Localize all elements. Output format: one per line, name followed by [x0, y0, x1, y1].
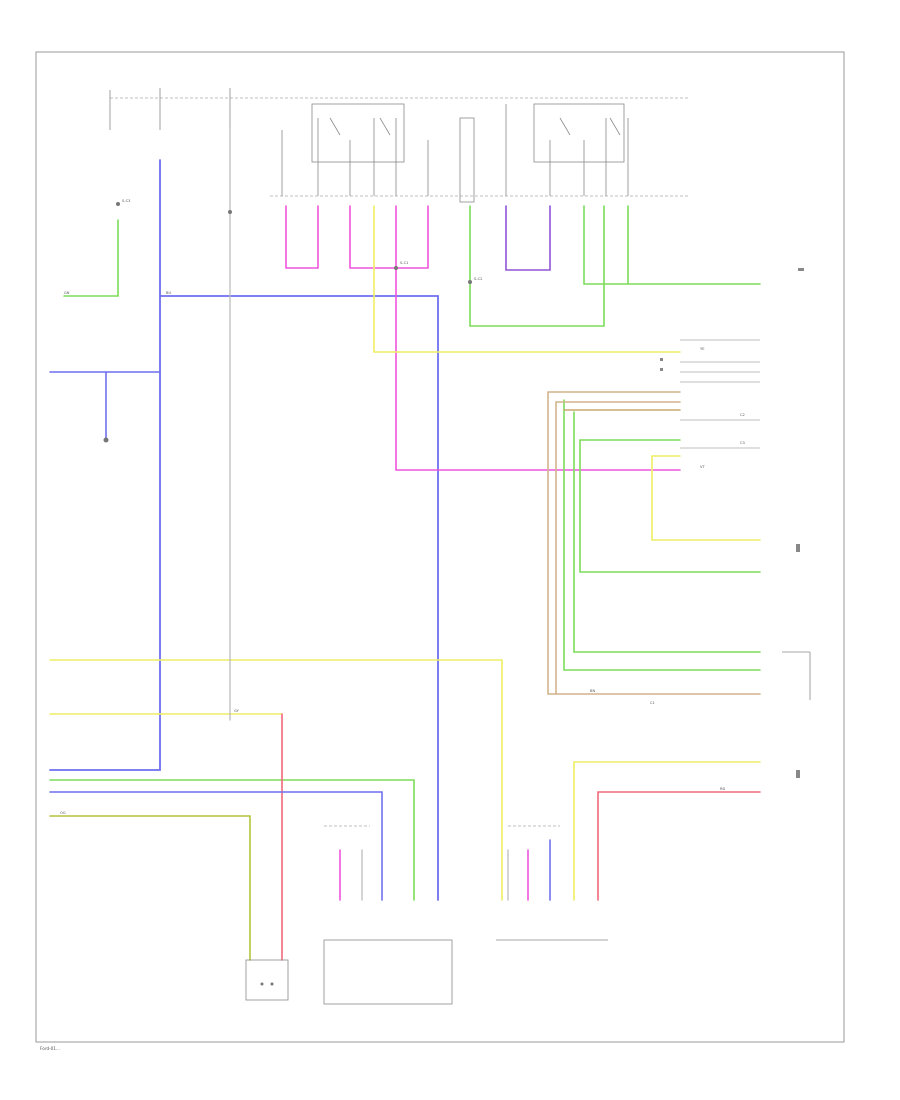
- connector-label-c1: C1: [650, 701, 655, 705]
- connector-mark-2: [660, 368, 663, 371]
- splice-dot-3: [394, 266, 398, 270]
- ground-mark-1: [798, 268, 804, 271]
- wire-yellow-5: [573, 761, 761, 901]
- splice-dot-5: [103, 437, 109, 443]
- fuse-box-top: [109, 88, 690, 203]
- wire-code-gn: GN: [64, 291, 70, 295]
- wire-pink-3: [395, 205, 681, 471]
- connector-mark-1: [660, 358, 663, 361]
- wire-green-8: [573, 411, 761, 653]
- wire-violet-1: [505, 205, 551, 271]
- relay-box-1: [311, 103, 405, 163]
- diagram-frame: [35, 51, 845, 1043]
- wire-green-1: [63, 219, 119, 297]
- components-bottom: [245, 651, 811, 1005]
- wire-code-og: OG: [60, 811, 66, 815]
- wire-code-rd: RD: [720, 787, 725, 791]
- right-symbols: [660, 268, 804, 778]
- wire-green-3: [583, 205, 761, 285]
- relay-box-3: [533, 103, 625, 163]
- wire-pink-2: [349, 205, 429, 269]
- splice-dot-4: [468, 280, 472, 284]
- wire-blue-main: [49, 159, 161, 771]
- wire-green-2: [469, 205, 605, 327]
- splice-label-2: S-C2: [474, 277, 482, 281]
- wire-harness: [49, 129, 761, 961]
- wire-blue-2: [49, 791, 383, 901]
- component-module: [323, 939, 453, 1005]
- connector-label-c2: C2: [740, 413, 745, 417]
- splice-dot-1: [116, 202, 120, 206]
- wire-brown-1: [547, 391, 761, 695]
- right-connector-lines: [680, 339, 760, 449]
- wire-green-5: [563, 399, 761, 671]
- wire-olive-1: [49, 815, 251, 961]
- wire-yellow-1: [373, 205, 681, 353]
- component-socket: [245, 959, 289, 1001]
- wire-code-gy: GY: [234, 709, 240, 713]
- splice-markers: [103, 202, 472, 443]
- socket-pin-1: [260, 982, 264, 986]
- wire-pink-1: [285, 205, 319, 269]
- footer-code: Ford-01...: [40, 1046, 60, 1051]
- ground-mark-3: [796, 770, 800, 778]
- socket-pin-2: [270, 982, 274, 986]
- wire-code-ye: YE: [700, 347, 705, 351]
- wire-code-bu: BU: [166, 291, 171, 295]
- wire-blue-top: [159, 295, 439, 901]
- splice-dot-2: [228, 210, 232, 214]
- wire-red-2: [597, 791, 761, 901]
- splice-label-1: S-C1: [400, 261, 408, 265]
- wire-code-bn: BN: [590, 689, 595, 693]
- wire-green-7: [579, 439, 761, 573]
- wire-yellow-3: [49, 659, 503, 901]
- connector-label-c3: C3: [740, 441, 745, 445]
- wire-yellow-2: [651, 455, 761, 541]
- wire-green-4: [49, 779, 415, 901]
- relay-box-2: [459, 117, 475, 203]
- ground-mark-2: [796, 544, 800, 552]
- splice-label-3: S-C3: [122, 199, 130, 203]
- wire-code-vt: VT: [700, 465, 705, 469]
